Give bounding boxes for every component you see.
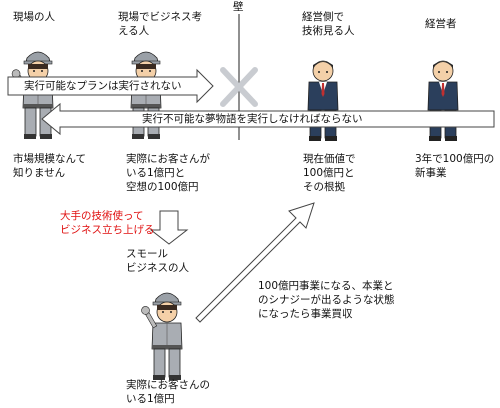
- label-genba-biz: 現場でビジネス考 える人: [118, 11, 202, 37]
- note-keiei-tech: 現在価値で 100億円と その根拠: [303, 153, 356, 193]
- forward-arrow: [7, 68, 214, 104]
- label-wall: 壁: [233, 1, 244, 13]
- diagonal-arrow: [195, 202, 315, 323]
- worker-figure-small-biz: [141, 292, 183, 381]
- note-keieisha: 3年で100億円の 新事業: [415, 153, 495, 179]
- backward-arrow-label: 実行不可能な夢物語を実行しなければならない: [142, 113, 363, 125]
- forward-arrow-label: 実行可能なプランは実行されない: [24, 80, 182, 92]
- cross-mark-icon: [220, 67, 258, 107]
- label-keiei-tech: 経営側で 技術見る人: [302, 11, 355, 37]
- suit-figure-keiei-tech: [307, 60, 339, 142]
- note-small-biz: スモール ビジネスの人: [126, 248, 189, 274]
- note-genba: 市場規模なんて 知りません: [13, 153, 86, 179]
- suit-figure-keieisha: [427, 60, 459, 142]
- label-keieisha: 経営者: [425, 18, 457, 30]
- note-small-biz-customers: 実際にお客さんの いる1億円: [126, 379, 210, 405]
- note-genba-biz: 実際にお客さんが いる1億円と 空想の100億円: [126, 153, 210, 193]
- label-genba: 現場の人: [13, 11, 55, 23]
- note-big-company-tech: 大手の技術使って ビジネス立ち上げる: [60, 210, 155, 236]
- down-arrow: [149, 210, 189, 245]
- backward-arrow: [41, 102, 495, 136]
- note-acquisition: 100億円事業になる、本業と のシナジーが出るような状態 になったら事業買収: [258, 280, 395, 320]
